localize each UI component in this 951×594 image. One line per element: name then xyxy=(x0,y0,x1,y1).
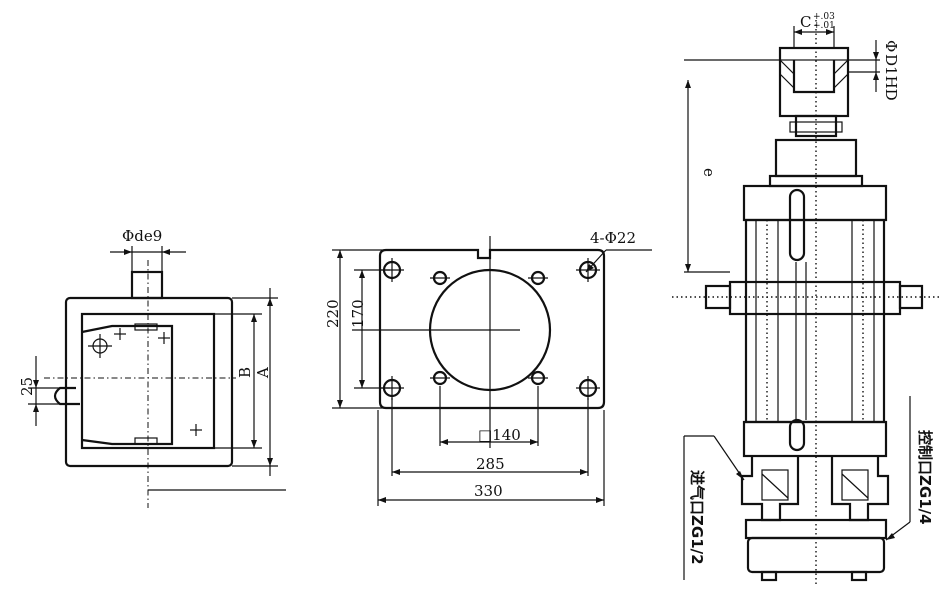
shaft-diameter-label: Φde9 xyxy=(122,227,162,245)
lower-flange-plate xyxy=(742,420,888,458)
dim-330-label: 330 xyxy=(474,482,503,500)
dim-e-label: e xyxy=(700,168,718,177)
top-flange-plate xyxy=(742,184,888,222)
trunnion-pin-left xyxy=(704,284,732,310)
left-shaft-stub xyxy=(130,270,164,300)
holes-spec-label: 4-Φ22 xyxy=(590,229,636,247)
middle-view: 4-Φ22 220 170 □140 285 33 xyxy=(324,229,652,506)
control-port-label: 控制口ZG1/4 xyxy=(916,430,934,525)
left-body-block xyxy=(81,324,174,446)
dim-220-label: 220 xyxy=(324,299,342,328)
bottom-slot xyxy=(788,418,806,452)
dim-c-tol-lower: +.01 xyxy=(813,21,835,31)
base-bolt-right xyxy=(850,570,868,582)
left-top-tab xyxy=(134,323,158,331)
dim-d-label: D1HD xyxy=(882,54,900,101)
dim-285-label: 285 xyxy=(476,455,505,473)
dim-b-label: B xyxy=(236,367,254,378)
trunnion-pin-right xyxy=(898,284,924,310)
dim-c-tol-upper: +.03 xyxy=(813,12,835,22)
flange-plate xyxy=(378,248,606,410)
left-view: Φde9 25 B A xyxy=(18,227,286,508)
dim-170-label: 170 xyxy=(349,299,367,328)
dim-25-label: 25 xyxy=(18,377,36,396)
dim-phi-label: Φ xyxy=(882,40,900,52)
dim-c-label: C xyxy=(800,13,811,31)
left-bottom-tab xyxy=(134,437,158,445)
right-view: C +.03 +.01 Φ D1HD e 控制口ZG1/4 进气口ZG1/2 xyxy=(672,12,940,586)
top-slot xyxy=(788,188,806,262)
lower-housing-left xyxy=(740,456,800,522)
dim-a-label: A xyxy=(254,367,272,379)
left-key-slot xyxy=(53,386,80,406)
top-coupling xyxy=(778,46,850,118)
lower-housing-right xyxy=(830,456,890,522)
top-cap-block xyxy=(774,138,858,178)
base-bolt-left xyxy=(760,570,778,582)
inlet-port-label: 进气口ZG1/2 xyxy=(688,470,706,565)
dim-140-label: □140 xyxy=(478,426,521,444)
